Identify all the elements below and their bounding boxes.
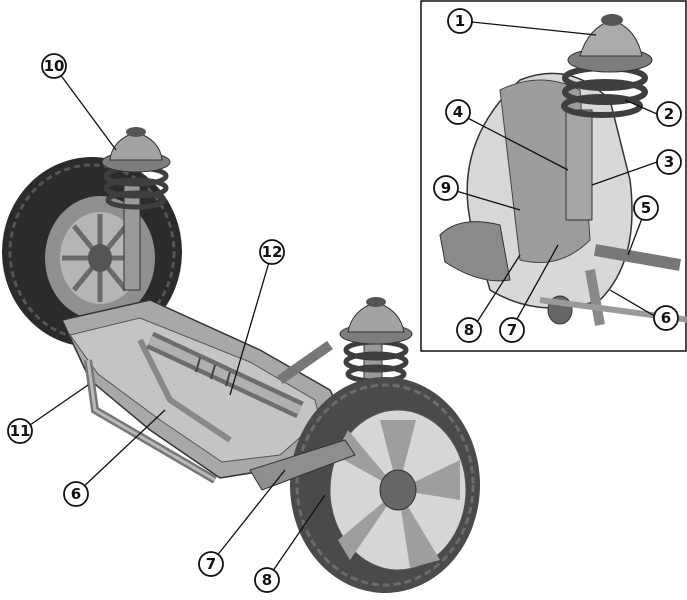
callout-11: 11 [7, 418, 33, 444]
callout-inset-7: 7 [499, 317, 525, 343]
svg-text:7: 7 [507, 321, 517, 339]
subframe [60, 299, 346, 484]
callout-inset-9: 9 [433, 175, 459, 201]
callout-inset-5: 5 [633, 195, 659, 221]
svg-text:8: 8 [464, 321, 474, 339]
callout-6: 6 [63, 481, 89, 507]
callout-inset-2: 2 [656, 101, 682, 127]
svg-text:5: 5 [641, 199, 651, 217]
callout-12: 12 [259, 239, 285, 265]
callouts-main: 10 12 11 6 7 8 [7, 53, 285, 593]
svg-text:8: 8 [262, 571, 272, 589]
svg-text:9: 9 [441, 179, 451, 197]
svg-text:6: 6 [661, 309, 671, 327]
left-strut [101, 127, 171, 291]
front-axle-assembly [2, 127, 480, 593]
svg-text:2: 2 [664, 105, 674, 123]
svg-text:11: 11 [10, 422, 31, 440]
inset-strut-assembly [439, 14, 687, 326]
callout-inset-1: 1 [447, 8, 473, 34]
callout-inset-4: 4 [445, 99, 471, 125]
svg-text:7: 7 [206, 555, 216, 573]
callout-8: 8 [254, 567, 280, 593]
svg-text:3: 3 [664, 153, 674, 171]
svg-text:6: 6 [71, 485, 81, 503]
callout-10: 10 [41, 53, 67, 79]
steering-rack [146, 331, 333, 419]
callouts-inset: 1 2 3 4 5 6 7 8 [433, 8, 682, 343]
svg-text:4: 4 [453, 103, 463, 121]
callout-inset-8: 8 [456, 317, 482, 343]
svg-text:10: 10 [44, 57, 65, 75]
svg-text:12: 12 [262, 243, 283, 261]
callout-inset-3: 3 [656, 149, 682, 175]
right-wheel [290, 377, 480, 593]
callout-7: 7 [198, 551, 224, 577]
svg-text:1: 1 [455, 12, 465, 30]
lower-control-arm [249, 439, 356, 491]
callout-inset-6: 6 [653, 305, 679, 331]
leader-lines [29, 21, 659, 579]
